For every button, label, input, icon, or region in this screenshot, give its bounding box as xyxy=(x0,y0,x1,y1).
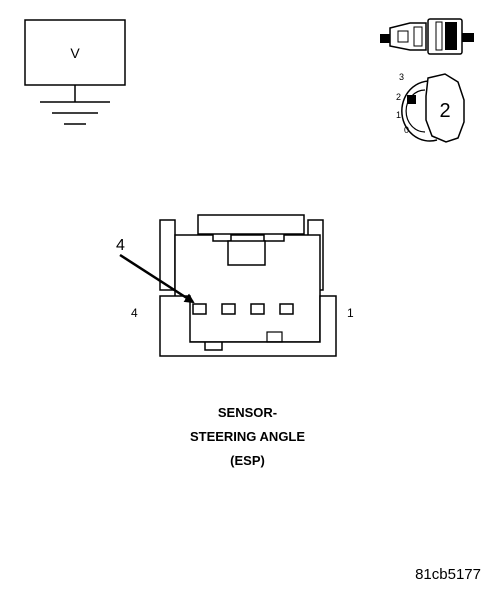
caption-line-2: STEERING ANGLE xyxy=(189,429,306,444)
figure-id: 81cb5177 xyxy=(415,566,481,583)
connector-pin-2 xyxy=(250,303,265,315)
backprobe-connector-icon xyxy=(380,18,474,55)
ground-icon xyxy=(40,85,110,125)
connector-pin-1 xyxy=(279,303,294,315)
caption-line-3: (ESP) xyxy=(230,453,265,468)
voltmeter-symbol: V xyxy=(24,19,126,125)
key-position-indicator-icon xyxy=(407,95,416,104)
cavity-label-left: 4 xyxy=(131,306,138,320)
key-selected-position: 2 xyxy=(439,100,450,122)
connector-lower-shroud xyxy=(159,295,337,357)
connector-left-latch xyxy=(159,219,176,291)
connector-face-view: 4 4 1 xyxy=(116,214,354,357)
connector-pin-3 xyxy=(221,303,236,315)
cavity-label-right: 1 xyxy=(347,306,354,320)
key-mark-1: 1 xyxy=(396,110,401,120)
connector-key-slot xyxy=(227,240,266,266)
callout-pin-number: 4 xyxy=(116,237,125,254)
key-mark-0: 0 xyxy=(404,125,409,135)
connector-top-tab xyxy=(197,214,305,235)
key-mark-3: 3 xyxy=(399,72,404,82)
ignition-key-icon: 3 2 1 0 2 xyxy=(396,72,465,143)
caption-line-1: SENSOR- xyxy=(217,405,278,420)
probe-arrow xyxy=(119,253,195,304)
connector-pin-4 xyxy=(192,303,207,315)
key-mark-2: 2 xyxy=(396,92,401,102)
voltmeter-label: V xyxy=(70,45,80,61)
